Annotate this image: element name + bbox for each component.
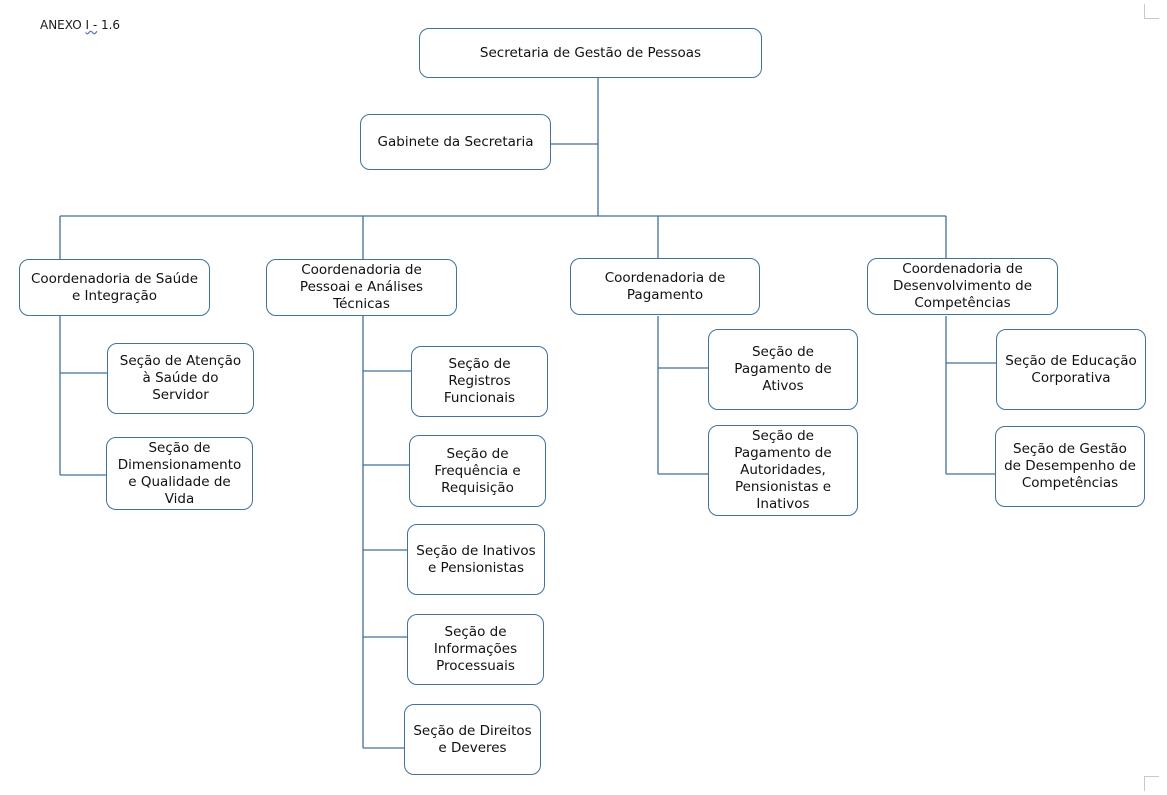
node-sec-registros: Seção de Registros Funcionais (411, 346, 548, 417)
annex-label: ANEXO I - 1.6 (40, 18, 120, 32)
node-sec-gestao-desempenho: Seção de Gestão de Desempenho de Competê… (995, 426, 1145, 507)
node-sec-dimensionamento: Seção de Dimensionamento e Qualidade de … (106, 437, 253, 510)
node-sec-inativos: Seção de Inativos e Pensionistas (407, 524, 545, 595)
page-corner-mark-top (1144, 4, 1159, 19)
node-sec-atencao: Seção de Atenção à Saúde do Servidor (107, 343, 254, 414)
node-sec-pag-ativos: Seção de Pagamento de Ativos (708, 329, 858, 410)
node-sec-pag-autoridades: Seção de Pagamento de Autoridades, Pensi… (708, 425, 858, 516)
page-corner-mark-bottom (1144, 776, 1159, 791)
node-coord-pessoal: Coordenadoria de Pessoai e Análises Técn… (266, 259, 457, 316)
node-sec-informacoes: Seção de Informações Processuais (407, 614, 544, 685)
node-sec-frequencia: Seção de Frequência e Requisição (409, 435, 546, 507)
node-sec-direitos: Seção de Direitos e Deveres (404, 704, 541, 775)
annex-prefix: ANEXO (40, 18, 86, 32)
node-coord-saude: Coordenadoria de Saúde e Integração (19, 259, 210, 316)
annex-marked: I - (85, 18, 98, 32)
annex-suffix: 1.6 (97, 18, 121, 32)
node-coord-desenv: Coordenadoria de Desenvolvimento de Comp… (867, 258, 1058, 315)
node-gabinete: Gabinete da Secretaria (360, 114, 551, 170)
node-secretaria: Secretaria de Gestão de Pessoas (419, 28, 762, 78)
node-coord-pagamento: Coordenadoria de Pagamento (570, 258, 760, 315)
node-sec-educacao: Seção de Educação Corporativa (996, 329, 1146, 410)
